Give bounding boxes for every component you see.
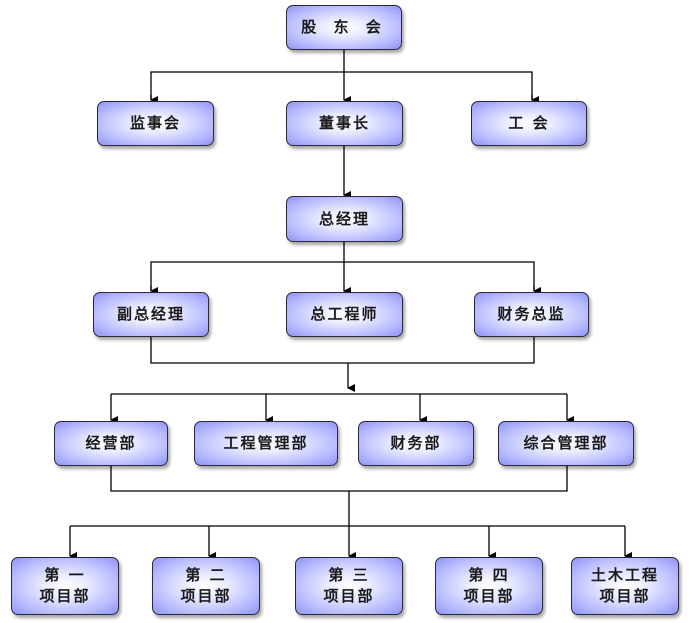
merge-level4	[150, 337, 535, 364]
node-project2: 第 二 项目部	[152, 557, 260, 615]
bus-level2	[150, 71, 533, 100]
node-shareholders: 股 东 会	[286, 5, 402, 50]
node-deputy-gm: 副总经理	[93, 292, 209, 337]
node-engineering-mgmt: 工程管理部	[194, 421, 338, 466]
node-finance: 财务部	[358, 421, 474, 466]
node-supervisors: 监事会	[97, 101, 214, 146]
node-civil-project: 土木工程 项目部	[571, 557, 679, 615]
node-project1: 第 一 项目部	[11, 557, 119, 615]
bus-level4	[150, 261, 535, 291]
node-finance-director: 财务总监	[474, 292, 589, 337]
node-chief-engineer: 总工程师	[286, 292, 403, 337]
node-chairman: 董事长	[286, 101, 403, 146]
node-general-manager: 总经理	[286, 196, 403, 242]
node-operations: 经营部	[54, 421, 168, 466]
node-general-mgmt: 综合管理部	[498, 421, 634, 466]
node-project3: 第 三 项目部	[295, 557, 403, 615]
node-project4: 第 四 项目部	[435, 557, 543, 615]
node-union: 工 会	[471, 101, 587, 146]
merge-level5	[110, 466, 568, 492]
